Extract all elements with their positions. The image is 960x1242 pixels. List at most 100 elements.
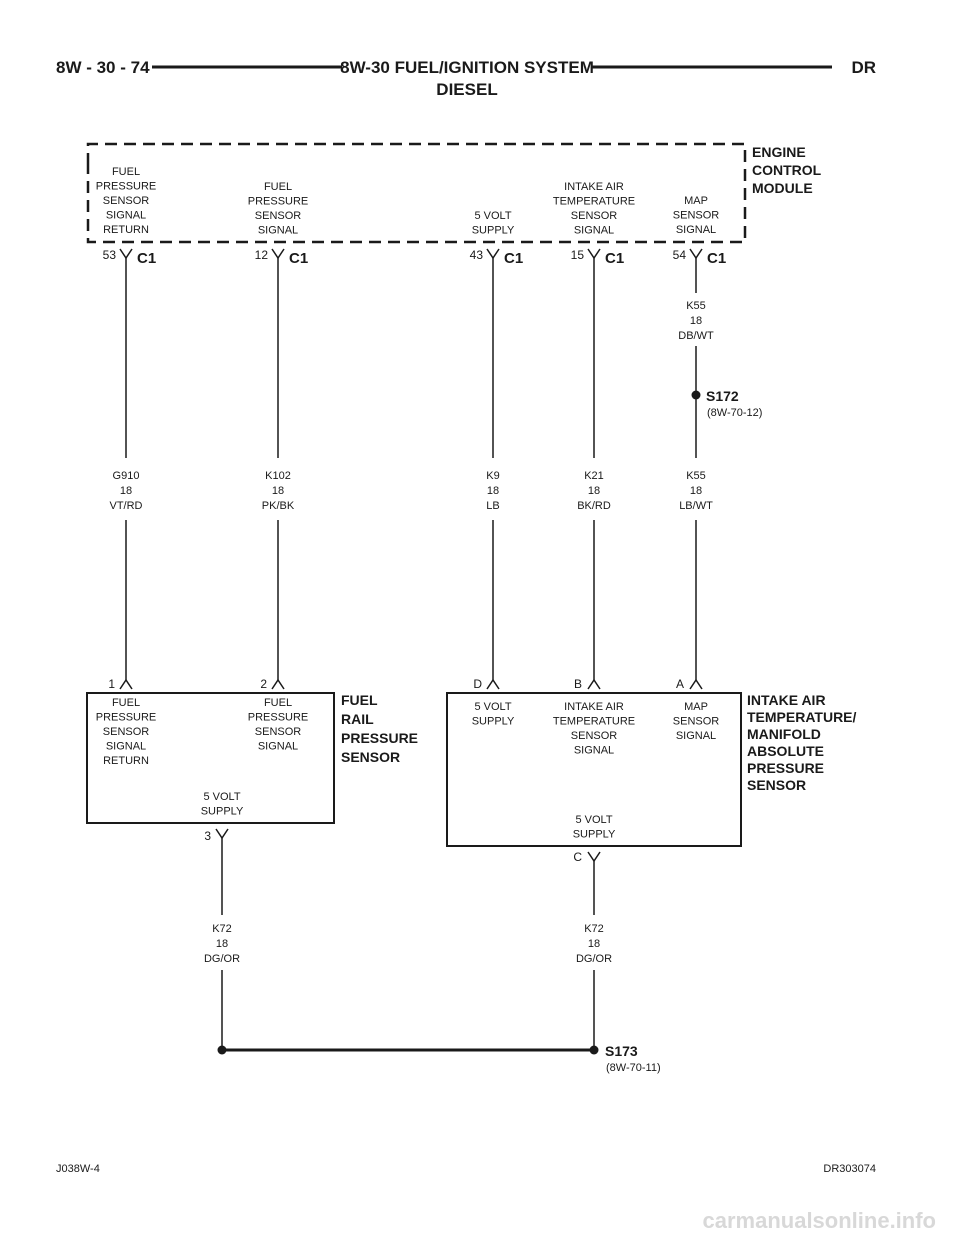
splice-s172-ref: (8W-70-12): [707, 407, 762, 419]
label-line: 5 VOLT: [203, 791, 240, 803]
label-line: TEMPERATURE/: [747, 709, 857, 725]
label-line: 18: [120, 485, 132, 497]
label-line: ABSOLUTE: [747, 743, 824, 759]
label-line: SENSOR: [673, 210, 720, 222]
label-line: SUPPLY: [472, 225, 515, 237]
splice-s173: S173 (8W-70-11): [589, 1043, 661, 1074]
splice-s172-id: S172: [706, 388, 739, 404]
footer-left-code: J038W-4: [56, 1163, 100, 1175]
label-line: PRESSURE: [341, 730, 418, 746]
label-line: SIGNAL: [676, 224, 716, 236]
page-title: 8W-30 FUEL/IGNITION SYSTEM: [340, 58, 594, 77]
label-line: SIGNAL: [106, 210, 146, 222]
ecm-pin53-number: 53: [103, 248, 117, 262]
ecm-pin54-number: 54: [673, 248, 687, 262]
label-line: PRESSURE: [747, 760, 824, 776]
label-line: DB/WT: [678, 330, 714, 342]
label-line: SIGNAL: [676, 730, 716, 742]
label-line: MODULE: [752, 180, 813, 196]
splice-s173-dot: [589, 1045, 599, 1055]
label-line: SENSOR: [103, 195, 150, 207]
label-line: CONTROL: [752, 162, 822, 178]
splice-s173-id: S173: [605, 1043, 638, 1059]
label-line: VT/RD: [110, 500, 143, 512]
label-line: FUEL: [264, 697, 292, 709]
iat-map-pin-a: A: [676, 677, 703, 691]
label-line: SUPPLY: [472, 716, 515, 728]
label-line: INTAKE AIR: [564, 701, 624, 713]
label-line: 18: [690, 315, 702, 327]
frp-pin-1: 1: [108, 677, 133, 691]
label-line: K102: [265, 470, 291, 482]
splice-s172: S172 (8W-70-12): [691, 388, 762, 419]
label-line: PRESSURE: [96, 181, 157, 193]
label-line: SIGNAL: [258, 741, 298, 753]
label-line: 18: [588, 485, 600, 497]
iat-map-sensor-housing: [446, 692, 742, 847]
label-line: G910: [113, 470, 140, 482]
label-line: FUEL: [112, 697, 140, 709]
label-line: MAP: [684, 701, 708, 713]
iat-map-pin-c: C: [573, 850, 601, 864]
label-line: LB: [486, 500, 499, 512]
iat-map-pinC-letter: C: [573, 850, 582, 864]
label-line: RETURN: [103, 224, 149, 236]
iat-map-pinD-letter: D: [473, 677, 482, 691]
ecm-housing: [86, 142, 747, 244]
label-line: 5 VOLT: [474, 701, 511, 713]
label-line: SIGNAL: [106, 741, 146, 753]
label-line: RAIL: [341, 711, 374, 727]
label-line: SUPPLY: [573, 829, 616, 841]
label-line: TEMPERATURE: [553, 196, 635, 208]
ecm-pin-15: 15 C1: [571, 248, 625, 267]
ecm-pin-54: 54 C1: [673, 248, 727, 267]
label-line: PK/BK: [262, 500, 295, 512]
label-line: 18: [690, 485, 702, 497]
label-line: MANIFOLD: [747, 726, 821, 742]
label-line: ENGINE: [752, 144, 806, 160]
ecm-pin54-connector: C1: [707, 250, 726, 267]
iat-map-pin-d: D: [473, 677, 500, 691]
label-line: MAP: [684, 195, 708, 207]
label-line: SENSOR: [673, 716, 720, 728]
label-line: SIGNAL: [574, 745, 614, 757]
label-line: PRESSURE: [96, 712, 157, 724]
label-line: PRESSURE: [248, 712, 309, 724]
splice-s173-ref: (8W-70-11): [606, 1062, 661, 1074]
label-line: SENSOR: [103, 726, 150, 738]
label-line: SENSOR: [341, 749, 400, 765]
frp-pin3-number: 3: [204, 829, 211, 843]
frp-pin-2: 2: [260, 677, 285, 691]
ecm-name: ENGINE CONTROL MODULE: [752, 144, 822, 196]
frp-pin2-number: 2: [260, 677, 267, 691]
label-line: K21: [584, 470, 604, 482]
label-line: PRESSURE: [248, 196, 309, 208]
label-line: SENSOR: [571, 730, 618, 742]
label-line: SENSOR: [255, 726, 302, 738]
label-line: K55: [686, 470, 706, 482]
ecm-pin53-connector: C1: [137, 250, 156, 267]
iat-map-pinD-function: 5 VOLT SUPPLY: [472, 701, 515, 728]
ecm-pin12-number: 12: [255, 248, 269, 262]
label-line: SENSOR: [747, 777, 806, 793]
label-line: K9: [486, 470, 499, 482]
label-line: INTAKE AIR: [564, 181, 624, 193]
label-line: DG/OR: [204, 953, 240, 965]
ecm-pin12-connector: C1: [289, 250, 308, 267]
iat-map-pinA-letter: A: [676, 677, 684, 691]
label-line: INTAKE AIR: [747, 692, 826, 708]
